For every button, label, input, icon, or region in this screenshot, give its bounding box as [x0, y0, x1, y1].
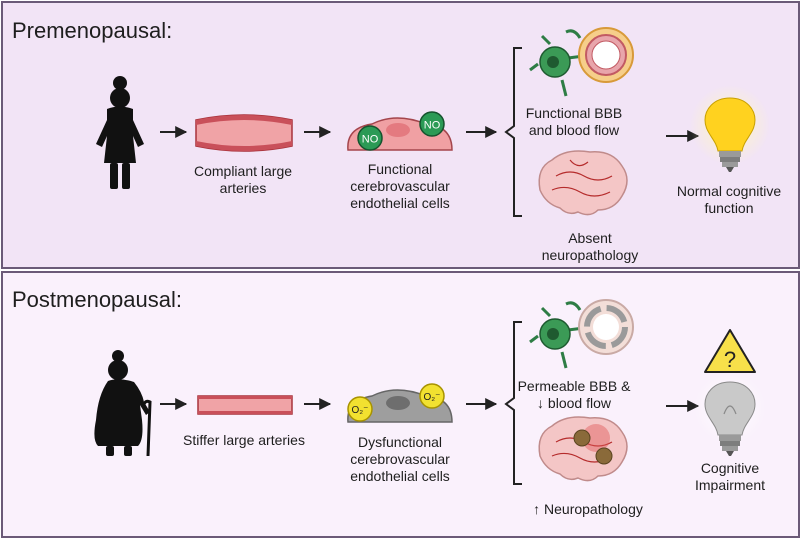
- pathological-brain-icon: [538, 416, 628, 482]
- permeable-bbb-label: Permeable BBB & ↓ blood flow: [517, 378, 631, 411]
- branch-bracket: [504, 321, 522, 485]
- branch-bracket: [504, 47, 522, 217]
- lightbulb-on-icon: [690, 85, 770, 172]
- premenopausal-woman-icon: [96, 76, 144, 189]
- plaque-icon: [573, 429, 591, 447]
- stiff-artery-icon: [197, 395, 293, 415]
- dysfunctional-endothelial-cell-icon: O₂⁻ O₂⁻: [347, 383, 453, 423]
- postmenopausal-title: Postmenopausal:: [12, 287, 182, 312]
- superoxide-icon: [419, 383, 445, 409]
- postmenopausal-woman-icon: [94, 350, 152, 457]
- compliant-arteries-label: Compliant large arteries: [193, 163, 293, 196]
- nitric-oxide-icon: [419, 111, 445, 137]
- nitric-oxide-label: NO: [424, 120, 441, 132]
- warning-question-mark: ?: [724, 347, 736, 372]
- warning-icon: ?: [704, 329, 756, 373]
- nitric-oxide-icon: [357, 125, 383, 151]
- lightbulb-off-icon: [694, 372, 766, 456]
- functional-bbb-label: Functional BBB and blood flow: [525, 105, 623, 138]
- increased-neuropathology-label: ↑ Neuropathology: [533, 501, 643, 517]
- dysfunctional-endothelial-label: Dysfunctional cerebrovascular endothelia…: [350, 434, 450, 484]
- superoxide-icon: [347, 396, 373, 422]
- healthy-brain-icon: [538, 150, 628, 216]
- intact-bbb-icon: [529, 27, 634, 97]
- compliant-artery-icon: [195, 114, 293, 152]
- stiffer-arteries-label: Stiffer large arteries: [183, 432, 305, 448]
- cognitive-impairment-label: Cognitive Impairment: [694, 460, 766, 493]
- nitric-oxide-label: NO: [362, 134, 379, 146]
- plaque-icon: [595, 447, 613, 465]
- premenopausal-title: Premenopausal:: [12, 18, 173, 43]
- normal-cognition-label: Normal cognitive function: [676, 183, 782, 216]
- absent-neuropathology-label: Absent neuropathology: [541, 230, 639, 263]
- superoxide-label: O₂⁻: [352, 405, 369, 416]
- functional-endothelial-cell-icon: NO NO: [347, 111, 453, 151]
- functional-endothelial-label: Functional cerebrovascular endothelial c…: [350, 161, 450, 211]
- permeable-bbb-icon: [529, 299, 634, 369]
- superoxide-label: O₂⁻: [424, 392, 441, 403]
